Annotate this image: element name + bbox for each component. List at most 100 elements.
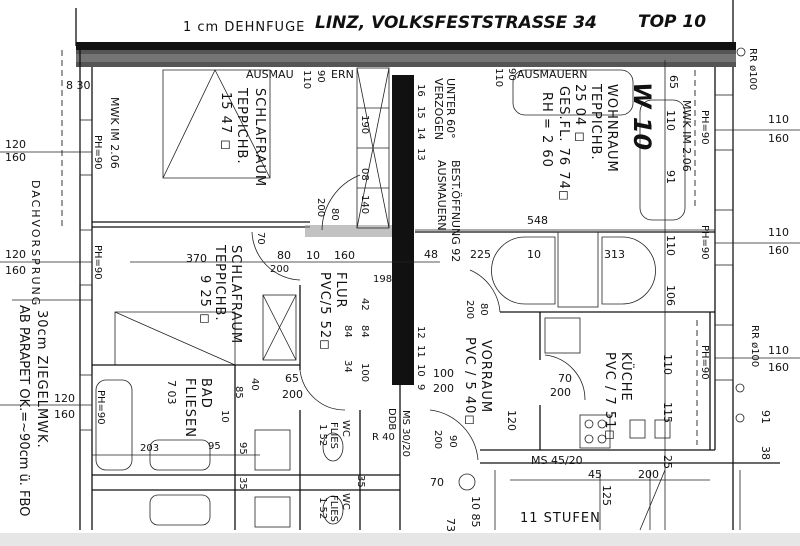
dim: 95 <box>208 441 221 452</box>
dim: 70 <box>255 232 266 245</box>
dehnfuge-label: 1 cm DEHNFUGE <box>183 20 305 35</box>
note: ERN <box>331 68 354 81</box>
dim: 200 <box>638 468 659 481</box>
dim: 110 <box>301 70 312 89</box>
dim: 65 <box>285 372 299 385</box>
title-frame <box>75 0 736 67</box>
window-dim: 160 <box>768 361 789 374</box>
unit-handwritten: TOP 10 <box>638 12 706 32</box>
downpipe-note: RR ø100 <box>749 325 760 367</box>
dim: 198 <box>373 274 392 285</box>
room-name-living: WOHNRAUM <box>604 84 619 173</box>
ph-note: PH=90 <box>699 110 710 145</box>
room-floor: FLIESEN <box>182 378 197 438</box>
room-name-wc-2: WC <box>340 493 351 510</box>
ph-note: PH=90 <box>95 390 106 425</box>
dim: 100 <box>359 363 370 382</box>
wall-note-1: 30cm ZIEGELMWK. <box>34 310 49 449</box>
window-dim: 160 <box>768 244 789 257</box>
dim: 140 <box>359 195 370 214</box>
address-handwritten: LINZ, VOLKSFESTSTRASSE 34 <box>315 13 597 33</box>
dim: 34 <box>342 360 353 373</box>
window-dim: 160 <box>5 151 26 164</box>
step-number: 9 <box>415 384 426 390</box>
window-dim: 110 <box>768 344 789 357</box>
dim: 313 <box>604 248 625 261</box>
dim: 10 <box>306 249 320 262</box>
dim: 200 <box>464 300 475 319</box>
dim: 200 <box>315 198 326 217</box>
dim: 125 <box>600 485 613 506</box>
note: MS 30/20 <box>400 410 411 457</box>
step-number: 12 <box>415 326 426 339</box>
dim: 115 <box>661 402 674 423</box>
dim: 110 <box>664 110 677 131</box>
dim: 73 <box>444 518 457 532</box>
dim: 200 <box>432 430 443 449</box>
walls <box>0 47 800 531</box>
dim: 48 <box>424 248 438 261</box>
room-floor: TEPPICHB. <box>588 83 603 161</box>
room-floor: TEPPICHB. <box>212 244 227 322</box>
dim: 35 <box>355 475 366 488</box>
mwk-note: MWK IM 2.06 <box>108 97 121 169</box>
dim-830: 8 30 <box>66 79 91 92</box>
dim: 70 <box>430 476 444 489</box>
stair-note: UNTER 60° <box>444 78 457 139</box>
dim: 225 <box>470 248 491 261</box>
dim: 40 <box>249 378 260 391</box>
note: MS 45/20 <box>531 454 583 467</box>
dim: 35 <box>237 477 248 490</box>
dim: 91 <box>759 410 772 424</box>
dim: 548 <box>527 214 548 227</box>
room-name-bath: BAD <box>198 378 213 409</box>
dim: 90 <box>315 70 326 83</box>
room-floor: FLIES <box>328 495 339 522</box>
total-area: GES.FL. 76 74◻ <box>556 86 571 202</box>
dim: 38 <box>759 446 772 460</box>
stair-note: AUSMAUERN <box>435 160 448 230</box>
room-area: 9 25 ◻ <box>197 275 212 325</box>
window-dim: 120 <box>5 248 26 261</box>
room-floor: PVC / 5 40◻ <box>462 337 477 426</box>
room-area: 25 04 ◻ <box>572 84 587 143</box>
note: DDB <box>386 408 397 430</box>
dim: 10 <box>527 248 541 261</box>
downpipe-note: RR ø100 <box>747 48 758 90</box>
dim: 91 <box>664 170 677 184</box>
dim: 203 <box>140 443 159 454</box>
stair-note: VERZOGEN <box>432 78 445 140</box>
window-dim: 120 <box>5 138 26 151</box>
window-dim: 160 <box>5 264 26 277</box>
stairs-label: 11 STUFEN <box>520 511 601 526</box>
window-dim: 160 <box>768 132 789 145</box>
window-dim: 110 <box>768 113 789 126</box>
dim: 25 <box>661 455 674 469</box>
dim: 100 <box>433 367 454 380</box>
room-name-bedroom: SCHLAFRAUM <box>252 88 267 187</box>
wall-note-2: AB PARAPET OK.=~90cm ü. FBO <box>16 305 31 516</box>
window-dim: 160 <box>54 408 75 421</box>
room-name-entry: VORRAUM <box>478 340 493 413</box>
room-floor: TEPPICHB. <box>234 87 249 165</box>
room-area: 1 52 <box>317 424 328 446</box>
dim: 200 <box>550 386 571 399</box>
ph-note: PH=90 <box>92 135 103 170</box>
room-name-hall: FLUR <box>333 272 348 309</box>
ph-note: PH=90 <box>92 245 103 280</box>
dim: 110 <box>661 354 674 375</box>
mwk-note: MWK IM 2.06 <box>680 100 693 172</box>
room-area: 7 03 <box>165 380 178 405</box>
dim: 106 <box>664 285 677 306</box>
dim: 70 <box>558 372 572 385</box>
scan-bottom-edge <box>0 533 800 546</box>
unit-label: W 10 <box>628 82 656 150</box>
dim: 90 <box>506 68 517 81</box>
step-number: 16 <box>415 84 426 97</box>
room-area: 1 52 <box>317 497 328 519</box>
ph-note: PH=90 <box>699 345 710 380</box>
step-number: 11 <box>415 345 426 358</box>
dim: 08 <box>359 168 370 181</box>
dim: 65 <box>667 75 680 89</box>
